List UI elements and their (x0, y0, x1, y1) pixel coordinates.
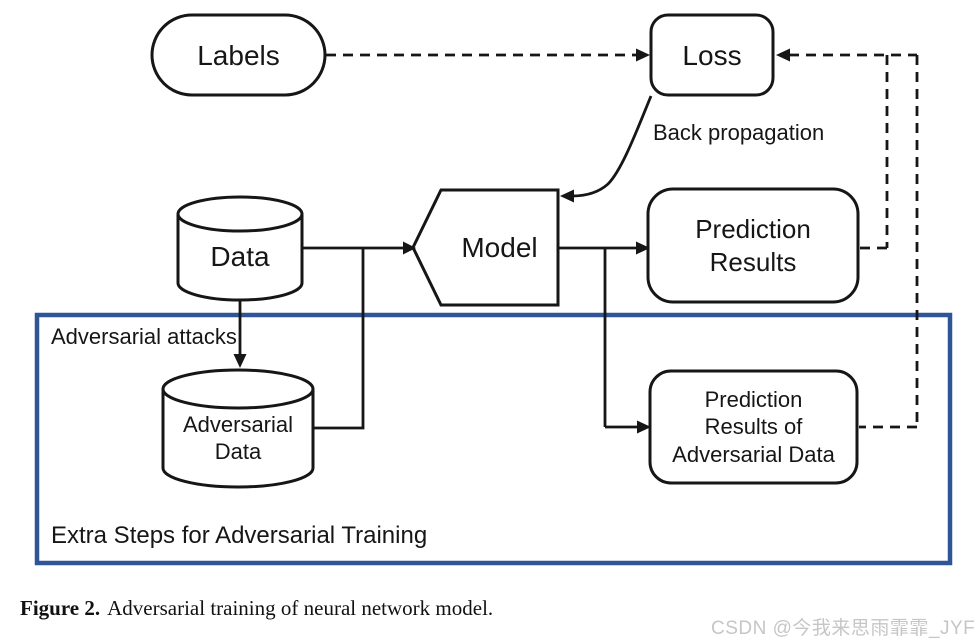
arrowhead-into-adversarial-data (233, 354, 247, 368)
back-propagation-label: Back propagation (653, 120, 825, 145)
connector-adv-prediction-feedback (859, 55, 919, 429)
arrowhead-back-propagation (560, 189, 574, 203)
figure-caption: Figure 2.Adversarial training of neural … (20, 596, 493, 621)
watermark-text: CSDN @今我来思雨霏霏_JYF (711, 618, 976, 639)
arrowhead-into-loss-left (636, 48, 650, 62)
data-node-label: Data (210, 240, 270, 272)
adversarial-training-region-outline (34, 312, 953, 566)
adversarial-data-cylinder-body (161, 389, 315, 489)
arrowhead-into-prediction-results (636, 241, 650, 255)
adversarial-data-node-label: Adversarial Data (182, 411, 294, 465)
extra-steps-label: Extra Steps for Adversarial Training (51, 522, 428, 549)
loss-node-shape (649, 13, 775, 97)
data-cylinder-body (176, 214, 304, 302)
connector-model-to-adv-prediction (603, 248, 638, 429)
adversarial-attacks-label: Adversarial attacks (51, 324, 237, 349)
prediction-results-node-shape (646, 187, 860, 304)
model-node-label: Model (461, 232, 538, 263)
connector-prediction-results-feedback (860, 55, 889, 250)
figure-caption-text: Adversarial training of neural network m… (107, 596, 494, 620)
model-node-shape (411, 188, 560, 307)
labels-node-label: Labels (197, 39, 280, 71)
adversarial-data-cylinder-top (161, 368, 315, 410)
arrowhead-into-loss-right (776, 48, 790, 62)
figure-caption-number: Figure 2. (20, 596, 101, 620)
arrowhead-into-model (403, 241, 416, 255)
arrowhead-into-adv-prediction (637, 420, 651, 434)
labels-node-shape (150, 13, 327, 97)
adv-prediction-results-node-label: Prediction Results of Adversarial Data (672, 386, 835, 467)
prediction-results-node-label: Prediction Results (695, 214, 811, 277)
connector-back-propagation (571, 95, 653, 198)
data-cylinder-top (176, 195, 304, 233)
loss-node-label: Loss (682, 39, 742, 71)
connector-adversarial-data-to-model (313, 248, 365, 430)
